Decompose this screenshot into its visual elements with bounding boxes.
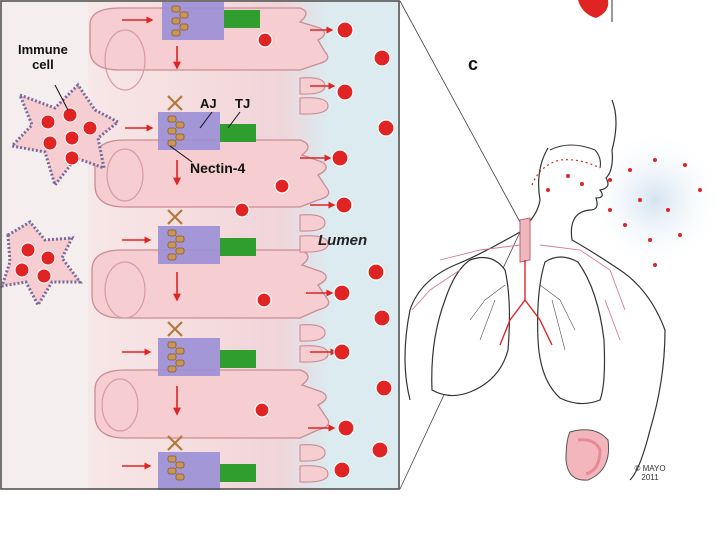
receptor-mark — [167, 435, 183, 451]
nectin-4-cluster — [171, 5, 189, 37]
receptor-mark — [167, 209, 183, 225]
tight-junction-box — [220, 238, 256, 256]
nucleus — [104, 29, 146, 91]
breath-cloud — [585, 130, 725, 270]
tj-label: TJ — [235, 96, 251, 111]
receptor-marks — [167, 95, 183, 451]
virus-particle — [274, 178, 290, 194]
spleen — [565, 429, 610, 481]
virus-particle — [367, 263, 385, 281]
tight-junction-box — [224, 10, 260, 28]
adherens-junction-box — [158, 338, 220, 376]
trachea — [519, 217, 531, 263]
body-outline — [404, 99, 666, 481]
microvillus — [299, 324, 326, 342]
epithelial-cells — [89, 7, 330, 439]
lumen-label: Lumen — [318, 232, 368, 249]
nucleus — [104, 261, 146, 319]
adherens-junction-box — [162, 2, 224, 40]
microvillus — [299, 345, 329, 363]
label-pointers — [54, 84, 241, 163]
immune-cell — [8, 82, 121, 189]
lymphatics — [411, 244, 626, 341]
epithelial-cell — [94, 139, 330, 208]
spleen-inner — [577, 438, 602, 476]
left-lung — [431, 257, 511, 397]
airway — [531, 159, 601, 186]
release-arrows — [122, 16, 338, 470]
epithelial-cell — [94, 369, 330, 439]
virus-particle — [333, 343, 351, 361]
bronchial-tree-details — [469, 284, 576, 351]
respiratory-anatomy — [404, 0, 725, 481]
tight-junction-box — [220, 124, 256, 142]
nucleus — [101, 378, 139, 432]
exhaled-virus — [546, 158, 702, 267]
throat-outline — [549, 144, 601, 169]
adherens-junction-box — [158, 226, 220, 264]
panel-letter: c — [468, 54, 479, 74]
tight-junction-box — [220, 350, 256, 368]
virus-particle — [331, 149, 349, 167]
right-lung — [537, 256, 606, 405]
nectin-4-cluster — [167, 115, 185, 147]
nectin-4-cluster — [167, 229, 185, 261]
microvillus — [299, 465, 329, 483]
virus-particle — [373, 309, 391, 327]
virus-particle — [375, 379, 393, 397]
aj-label: AJ — [200, 96, 217, 111]
nectin-4-molecules — [167, 5, 189, 481]
virus-particle — [256, 292, 272, 308]
virus-particle — [335, 196, 353, 214]
virus-particle — [254, 402, 270, 418]
virus-particle — [336, 21, 354, 39]
top-organ — [578, 0, 609, 18]
nectin-4-cluster — [167, 341, 185, 373]
copyright-credit: © MAYO 2011 — [634, 464, 666, 482]
microvillus — [299, 214, 326, 232]
immune-cell — [0, 220, 83, 309]
microvillus — [299, 444, 326, 462]
virus-particle — [333, 461, 351, 479]
bronchial-tree — [499, 260, 553, 346]
virus-particle — [371, 441, 389, 459]
epithelium-panel — [0, 0, 400, 490]
virus-particles — [234, 21, 395, 479]
nucleus — [106, 148, 144, 202]
zoom-lines — [399, 0, 521, 490]
nectin-4-label: Nectin-4 — [190, 160, 246, 176]
tight-junction-box — [220, 464, 256, 482]
panel-border — [0, 0, 400, 490]
virus-particle — [257, 32, 273, 48]
receptor-mark — [167, 95, 183, 111]
adherens-junction-box — [158, 452, 220, 490]
microvilli — [299, 77, 329, 483]
virus-particle — [373, 49, 391, 67]
virus-particle — [336, 83, 354, 101]
receptor-mark — [167, 321, 183, 337]
adherens-junction-box — [158, 112, 220, 150]
immune-cell-label: Immune cell — [18, 42, 68, 72]
nectin-4-cluster — [167, 455, 185, 481]
virus-particle — [333, 284, 351, 302]
virus-particle — [337, 419, 355, 437]
nuclei — [101, 29, 146, 432]
microvillus — [299, 97, 329, 115]
virus-particle — [234, 202, 250, 218]
virus-particle — [377, 119, 395, 137]
microvillus — [299, 235, 329, 253]
